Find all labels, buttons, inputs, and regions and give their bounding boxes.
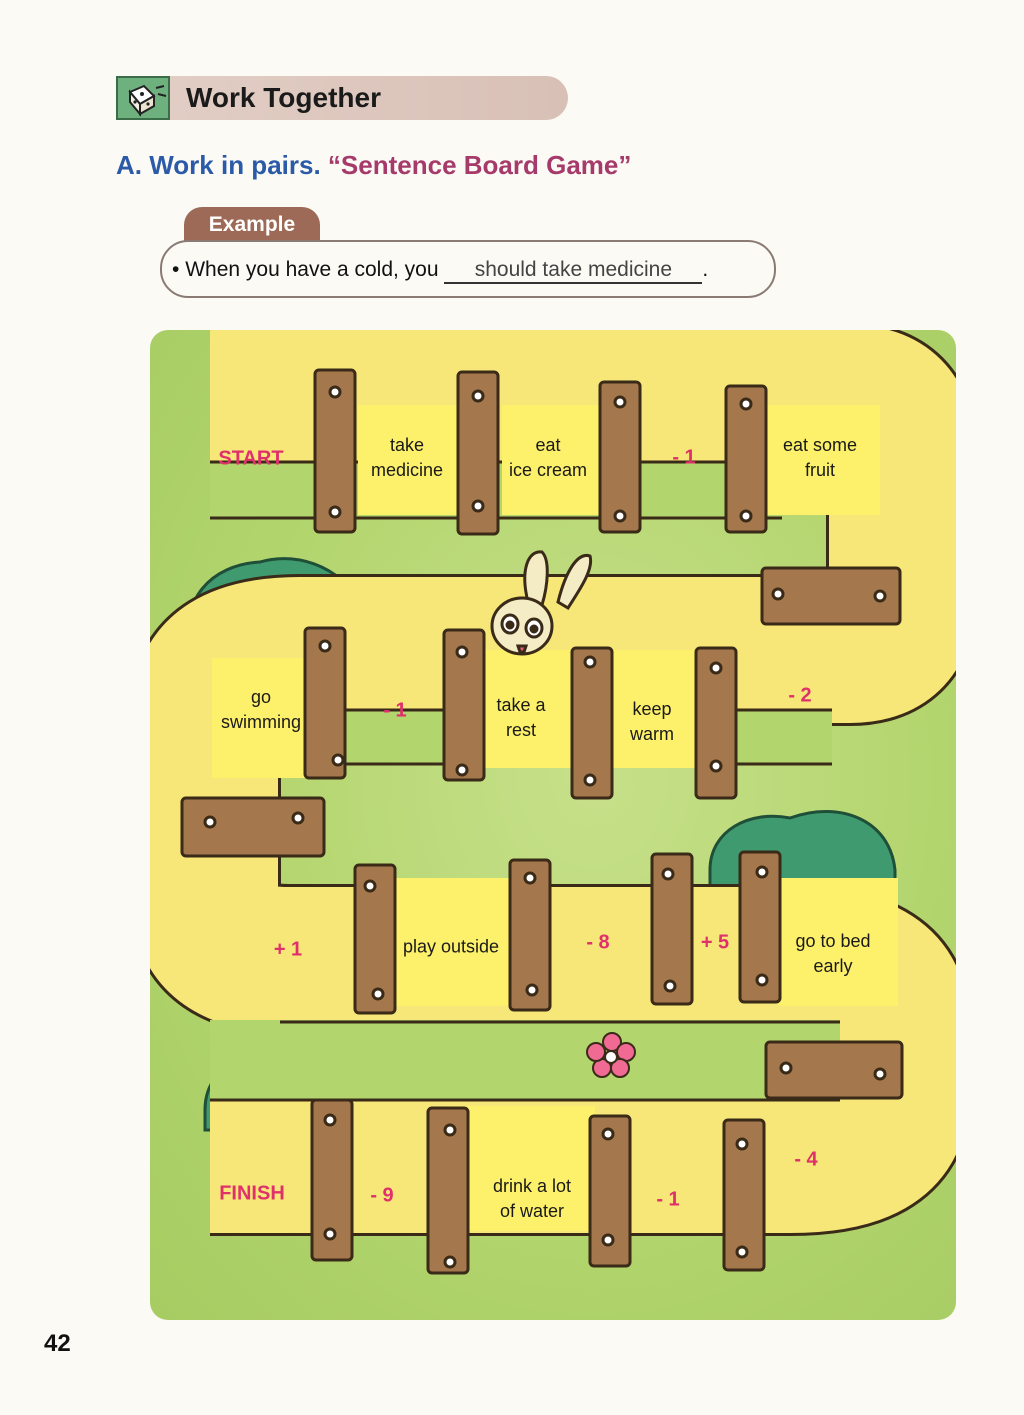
cell-line: keep: [632, 699, 672, 719]
header-icon-box: [116, 76, 170, 120]
example-prompt: When you have a cold, you: [185, 258, 439, 281]
cell-line: drink a lot: [492, 1176, 572, 1196]
section-header-bar: [116, 76, 568, 120]
board-game: START take medicine eat ice cream - 1 ea…: [150, 330, 956, 1320]
cell-keep-warm: keep warm: [630, 697, 674, 747]
cell-go-to-bed-early: go to bed early: [795, 929, 870, 979]
cell-line: take: [389, 435, 425, 455]
wooden-post: [180, 368, 904, 1275]
cell-line: rest: [505, 720, 537, 740]
penalty-label: - 1: [383, 699, 407, 722]
cell-drink-water: drink a lot of water: [493, 1174, 571, 1224]
cell-take-medicine: take medicine: [371, 433, 443, 483]
page-section-title: Work Together: [186, 82, 381, 113]
example-sentence: • When you have a cold, you should take …: [172, 258, 708, 284]
cell-eat-some-fruit: eat some fruit: [783, 433, 857, 483]
cell-line: go: [250, 687, 272, 707]
cell-line: ice cream: [508, 460, 588, 480]
activity-title: A. Work in pairs. “Sentence Board Game”: [116, 150, 631, 181]
cell-line: warm: [630, 724, 674, 744]
penalty-label: - 4: [794, 1148, 818, 1171]
flower-icon: [586, 1032, 636, 1078]
cell-line: eat: [535, 435, 561, 455]
cell-line: swimming: [220, 712, 302, 732]
cell-line: of water: [499, 1201, 565, 1221]
cell-line: fruit: [804, 460, 836, 480]
cell-line: eat some: [782, 435, 858, 455]
start-label: START: [218, 447, 284, 470]
cell-play-outside: play outside: [402, 936, 500, 957]
example-answer-blank: should take medicine: [444, 258, 703, 284]
cell-line: take a: [496, 695, 546, 715]
penalty-label: - 8: [586, 931, 610, 954]
finish-label: FINISH: [219, 1182, 285, 1205]
example-tab: Example: [184, 207, 320, 245]
cell-line: medicine: [370, 460, 444, 480]
rabbit-icon: [490, 550, 593, 656]
game-title: “Sentence Board Game”: [327, 150, 632, 180]
penalty-label: - 2: [788, 684, 812, 707]
penalty-label: - 9: [370, 1184, 394, 1207]
penalty-label: + 5: [700, 931, 730, 954]
page-number: 42: [44, 1330, 71, 1357]
penalty-label: + 1: [273, 938, 303, 961]
example-period: .: [702, 258, 709, 281]
bullet: •: [172, 258, 180, 281]
dice-icon: [128, 84, 167, 117]
cell-take-a-rest: take a rest: [496, 693, 545, 743]
cell-go-swimming: go swimming: [221, 685, 301, 735]
penalty-label: - 1: [672, 446, 696, 469]
penalty-label: - 1: [656, 1188, 680, 1211]
board-path-graphic: [150, 330, 956, 1275]
activity-instruction: A. Work in pairs.: [116, 150, 321, 180]
board-path-fill: [150, 330, 956, 1233]
cell-line: early: [813, 956, 853, 976]
example-box: [160, 240, 776, 298]
cell-eat-ice-cream: eat ice cream: [509, 433, 587, 483]
cell-line: go to bed: [795, 931, 871, 951]
